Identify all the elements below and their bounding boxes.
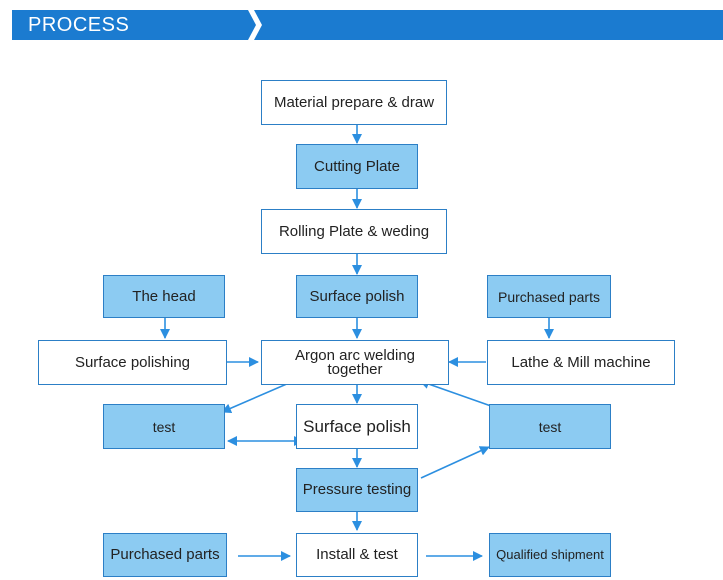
node-qualified-shipment: Qualified shipment — [489, 533, 611, 577]
node-install-test: Install & test — [296, 533, 418, 577]
node-purchased-parts-top: Purchased parts — [487, 275, 611, 318]
node-surface-polish-top: Surface polish — [296, 275, 418, 318]
node-test-right: test — [489, 404, 611, 449]
node-purchased-parts-bottom: Purchased parts — [103, 533, 227, 577]
arrow-test-right-to-argon — [419, 379, 492, 407]
node-lathe-mill: Lathe & Mill machine — [487, 340, 675, 385]
node-test-left: test — [103, 404, 225, 449]
node-pressure-testing: Pressure testing — [296, 468, 418, 512]
arrow-pressure-to-test-right — [420, 446, 490, 479]
node-argon-welding: Argon arc welding together — [261, 340, 449, 385]
arrow-argon-test-left — [221, 375, 305, 414]
page-title: PROCESS — [28, 14, 130, 36]
node-cutting-plate: Cutting Plate — [296, 144, 418, 189]
header-tab — [12, 10, 270, 40]
node-surface-polish-mid: Surface polish — [296, 404, 418, 449]
node-rolling-plate: Rolling Plate & weding — [261, 209, 447, 254]
node-material-prepare: Material prepare & draw — [261, 80, 447, 125]
node-the-head: The head — [103, 275, 225, 318]
node-surface-polishing: Surface polishing — [38, 340, 227, 385]
section-header: PROCESS — [0, 0, 723, 56]
